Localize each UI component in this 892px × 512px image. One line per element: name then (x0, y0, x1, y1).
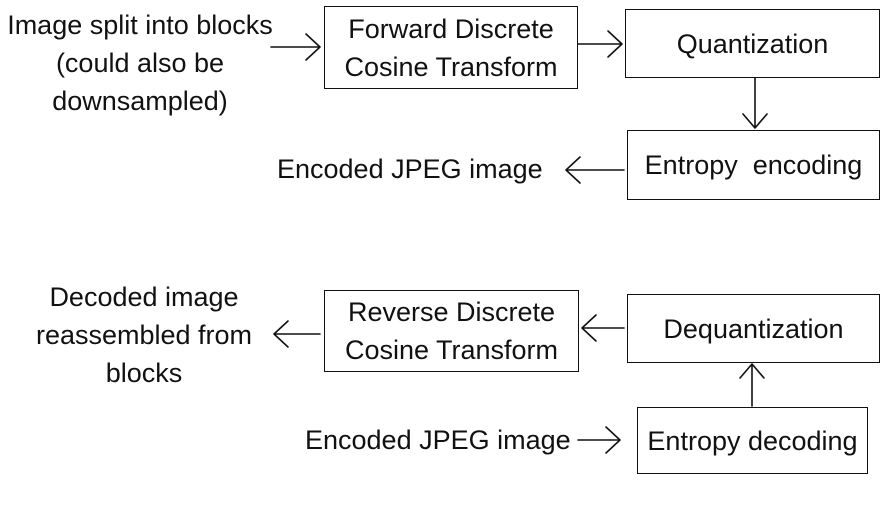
forward-dct-line-1: Forward Discrete (348, 13, 554, 44)
dequantization-box: Dequantization (627, 294, 880, 363)
dequantization-label: Dequantization (663, 313, 844, 344)
quantization-label: Quantization (676, 28, 829, 59)
decoder-output-line-3: blocks (105, 358, 183, 388)
arrow-entropy-encoding-to-output (565, 156, 625, 184)
encoder-input-text: Image split into blocks (could also be d… (4, 6, 276, 120)
reverse-dct-line-1: Reverse Discrete (347, 297, 556, 327)
decoder-output-line-2: reassembled from (35, 320, 253, 350)
arrow-quantization-to-entropy-encoding (742, 77, 768, 129)
forward-dct-line-2: Cosine Transform (344, 51, 558, 82)
encoder-output-text: Encoded JPEG image (277, 150, 543, 188)
arrow-fdct-to-quantization (577, 30, 623, 58)
entropy-encoding-label: Entropy encoding (644, 150, 863, 180)
decoder-output-line-1: Decoded image (49, 282, 239, 312)
reverse-dct-line-2: Cosine Transform (344, 335, 559, 365)
decoder-input-label: Encoded JPEG image (305, 425, 571, 455)
encoder-output-label: Encoded JPEG image (277, 154, 543, 184)
arrow-rdct-to-output (273, 320, 321, 348)
entropy-decoding-box: Entropy decoding (637, 407, 868, 474)
arrow-dequantization-to-rdct (581, 314, 625, 342)
entropy-decoding-label: Entropy decoding (647, 425, 858, 456)
encoder-input-line-3: downsampled) (52, 86, 228, 116)
decoder-output-text: Decoded image reassembled from blocks (18, 278, 270, 392)
arrow-input-to-fdct (270, 33, 321, 61)
entropy-encoding-box: Entropy encoding (627, 130, 880, 200)
forward-dct-box: Forward Discrete Cosine Transform (324, 6, 578, 89)
encoder-input-line-1: Image split into blocks (7, 10, 273, 40)
decoder-input-text: Encoded JPEG image (305, 421, 571, 459)
reverse-dct-box: Reverse Discrete Cosine Transform (324, 290, 579, 372)
quantization-box: Quantization (625, 9, 880, 78)
arrow-entropy-decoding-to-dequantization (739, 363, 765, 407)
arrow-input-to-entropy-decoding (577, 426, 621, 454)
encoder-input-line-2: (could also be (55, 48, 225, 78)
